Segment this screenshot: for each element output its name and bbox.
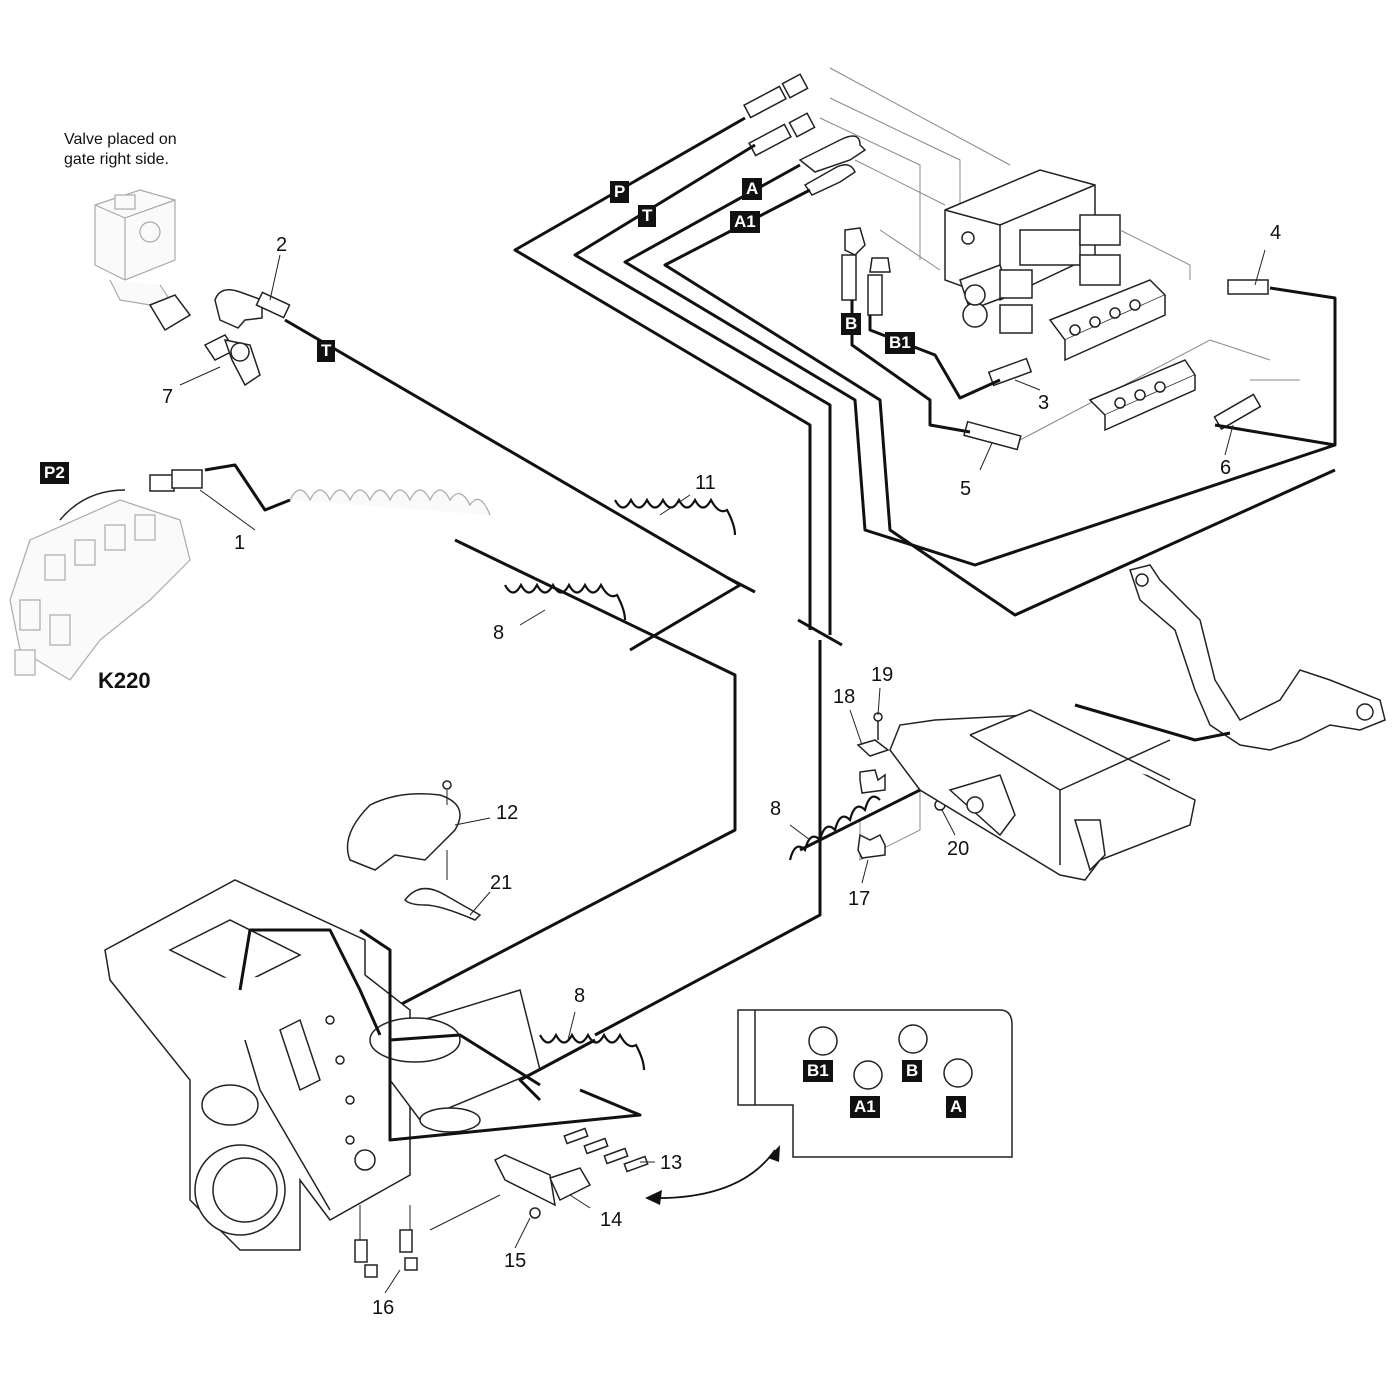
leader-lines [179, 249, 1266, 1294]
hose-p-down [594, 640, 822, 1037]
k220-assembly [9, 469, 203, 681]
spring-guard-8-lower [539, 1032, 646, 1071]
callout-19: 19 [871, 664, 894, 686]
valve-note: Valve placed on gate right side. [64, 131, 177, 168]
spring-guard-ghost [289, 489, 491, 516]
clamp-parts [856, 712, 946, 859]
callout-18: 18 [833, 686, 856, 708]
arrow-head-right [768, 1145, 780, 1162]
callout-13: 13 [660, 1152, 683, 1174]
port-tag-a1: A1 [730, 211, 760, 233]
hose-1 [204, 463, 291, 512]
callout-21: 21 [490, 872, 513, 894]
callout-11: 11 [695, 472, 716, 494]
callout-4: 4 [1270, 222, 1282, 244]
plate-tag-b1: B1 [803, 1060, 833, 1082]
port-tag-b: B [841, 313, 862, 335]
valve-gate [94, 189, 291, 387]
callout-3: 3 [1038, 392, 1050, 414]
spring-guard-11 [614, 497, 737, 536]
callout-8-lower: 8 [574, 985, 586, 1007]
top-fittings [743, 73, 1269, 451]
plate-tag-a: A [946, 1096, 967, 1118]
arrow-head-left [645, 1190, 662, 1205]
hose-housing-d [518, 1038, 596, 1102]
hose-housing-c [389, 1033, 541, 1087]
callout-1: 1 [234, 532, 246, 554]
spring-guard-8-upper [504, 582, 627, 621]
port-tag-p2: P2 [40, 462, 69, 484]
arrow-curve [649, 1149, 776, 1199]
callout-14: 14 [600, 1209, 623, 1231]
port-tag-a: A [742, 178, 763, 200]
callout-5: 5 [960, 478, 972, 500]
hose-housing-a [238, 928, 382, 1036]
spring-guard-8-mid [788, 795, 881, 861]
hose-t-left [284, 318, 742, 652]
model-label: K220 [98, 668, 151, 693]
hose-to-arm [1074, 703, 1231, 742]
port-tag-p: P [610, 181, 630, 203]
gear-housing [104, 879, 541, 1251]
port-plate [737, 1009, 1013, 1158]
callout-8-mid: 8 [770, 798, 782, 820]
callout-2: 2 [276, 234, 288, 256]
callout-7: 7 [162, 386, 174, 408]
plate-tag-a1: A1 [850, 1096, 880, 1118]
callout-17: 17 [848, 888, 871, 910]
port-tag-b1: B1 [885, 332, 915, 354]
bracket-arm [1129, 564, 1386, 751]
callout-16: 16 [372, 1297, 395, 1319]
port-tag-t-top: T [638, 205, 657, 227]
callout-12: 12 [496, 802, 519, 824]
hose-t-left-end [727, 576, 756, 594]
cooler-unit [889, 709, 1196, 881]
port-tag-t-left: T [317, 340, 336, 362]
callout-6: 6 [1220, 457, 1232, 479]
lower-fittings [354, 1127, 649, 1278]
plate-tag-b: B [902, 1060, 923, 1082]
cover-plate [346, 780, 482, 921]
callout-20: 20 [947, 838, 970, 860]
top-hoses [513, 116, 1337, 647]
valve-block-top [944, 169, 1197, 432]
callout-15: 15 [504, 1250, 527, 1272]
reference-lines [819, 67, 1300, 861]
hose-1-run [389, 538, 737, 1012]
callout-8-upper: 8 [493, 622, 505, 644]
hose-housing-b [359, 928, 642, 1142]
hose-to-clamp [799, 778, 941, 852]
